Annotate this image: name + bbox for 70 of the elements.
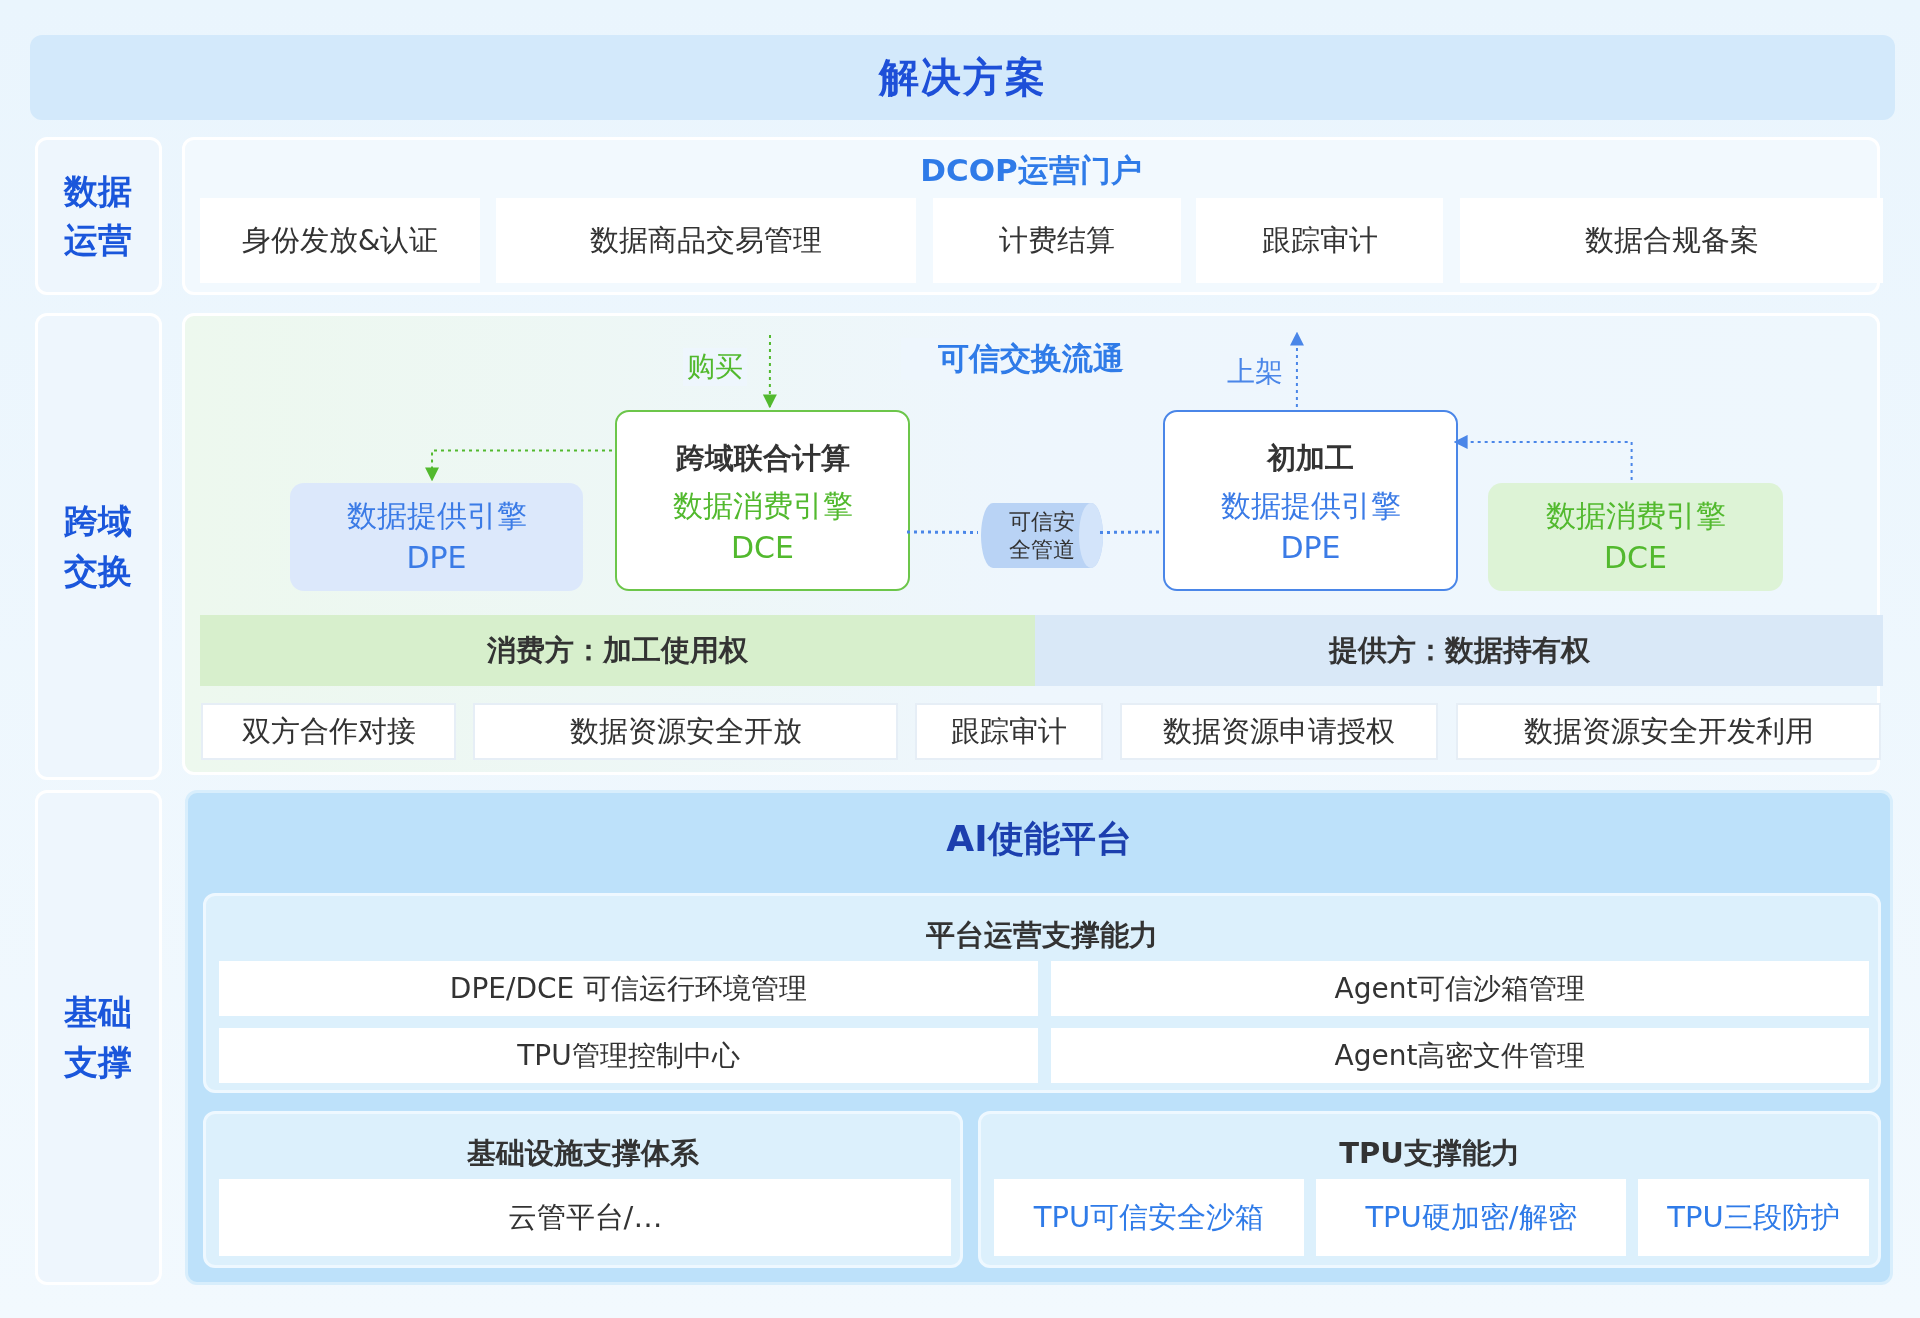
feature-box (1456, 703, 1881, 760)
engine-label: 数据消费引擎 (672, 486, 853, 525)
panel-title: TPU支撑能力 (1338, 1135, 1521, 1172)
panel (182, 313, 1880, 775)
feature-label: TPU管理控制中心 (517, 1037, 740, 1074)
feature-box (219, 1179, 951, 1256)
connector-arrow (1290, 331, 1304, 408)
section-label: 基础支撑 (63, 991, 134, 1084)
feature-label: TPU可信安全沙箱 (1033, 1198, 1265, 1236)
feature-box (473, 703, 898, 760)
feature-label: 计费结算 (999, 221, 1115, 259)
feature-box (201, 703, 456, 760)
engine-label: 数据消费引擎 (1545, 497, 1726, 535)
feature-box (994, 1179, 1304, 1256)
pipe-label: 可信安全管道 (1008, 508, 1076, 563)
pipe-cylinder (981, 503, 1103, 568)
engine-label: DPE (406, 539, 467, 577)
feature-label: Agent可信沙箱管理 (1334, 970, 1586, 1007)
feature-label: 数据资源安全开放 (569, 712, 802, 750)
engine-label: DPE (1280, 528, 1341, 567)
panel (185, 790, 1893, 1285)
sub-panel (203, 893, 1881, 1093)
engine-box (615, 410, 910, 591)
feature-label: 跟踪审计 (1261, 221, 1378, 259)
engine-label: 数据提供引擎 (346, 497, 527, 535)
rights-label: 消费方：加工使用权 (487, 631, 748, 669)
panel-title: AI使能平台 (945, 817, 1133, 861)
feature-label: 数据商品交易管理 (590, 221, 822, 259)
connector-arrow (762, 334, 777, 409)
feature-box (1051, 961, 1869, 1016)
rights-label: 提供方：数据持有权 (1328, 631, 1590, 669)
section-label: 数据运营 (62, 169, 134, 262)
engine-box (1488, 483, 1783, 591)
header-band (30, 35, 1895, 120)
panel-title: 平台运营支撑能力 (925, 917, 1159, 954)
connector-arrow (425, 449, 613, 482)
feature-label: 数据合规备案 (1584, 221, 1759, 259)
feature-label: 数据资源申请授权 (1163, 712, 1395, 750)
sub-panel (203, 1111, 963, 1268)
engine-label: DCE (731, 528, 794, 567)
sub-panel (978, 1111, 1881, 1268)
rights-bar (200, 615, 1035, 686)
engine-label: DCE (1604, 539, 1667, 577)
section-label: 跨域交换 (63, 500, 134, 593)
feature-label: TPU硬加密/解密 (1365, 1198, 1577, 1236)
panel-title: DCOP运营门户 (919, 151, 1143, 190)
feature-box (1120, 703, 1438, 760)
feature-label: DPE/DCE 可信运行环境管理 (449, 970, 808, 1007)
feature-label: 身份发放&认证 (241, 221, 439, 259)
feature-box (1638, 1179, 1869, 1256)
engine-box (1163, 410, 1458, 591)
box-heading: 跨域联合计算 (675, 440, 850, 478)
engine-label: 数据提供引擎 (1220, 486, 1401, 525)
feature-label: 数据资源安全开发利用 (1523, 712, 1814, 750)
feature-label: 双方合作对接 (241, 712, 416, 750)
feature-label: TPU三段防护 (1667, 1198, 1840, 1236)
feature-label: Agent高密文件管理 (1334, 1037, 1586, 1074)
feature-box (1051, 1028, 1869, 1083)
edge-label: 购买 (683, 348, 747, 386)
rights-bar (1035, 615, 1883, 686)
box-heading: 初加工 (1267, 440, 1354, 478)
feature-label: 跟踪审计 (951, 712, 1067, 750)
feature-box (219, 1028, 1038, 1083)
panel-title: 基础设施支撑体系 (466, 1135, 700, 1172)
connector-arrow (1453, 434, 1633, 481)
feature-box (1316, 1179, 1626, 1256)
feature-box (915, 703, 1103, 760)
feature-label: 云管平台/… (507, 1198, 663, 1236)
feature-box (219, 961, 1038, 1016)
title-text: 解决方案 (878, 53, 1047, 102)
